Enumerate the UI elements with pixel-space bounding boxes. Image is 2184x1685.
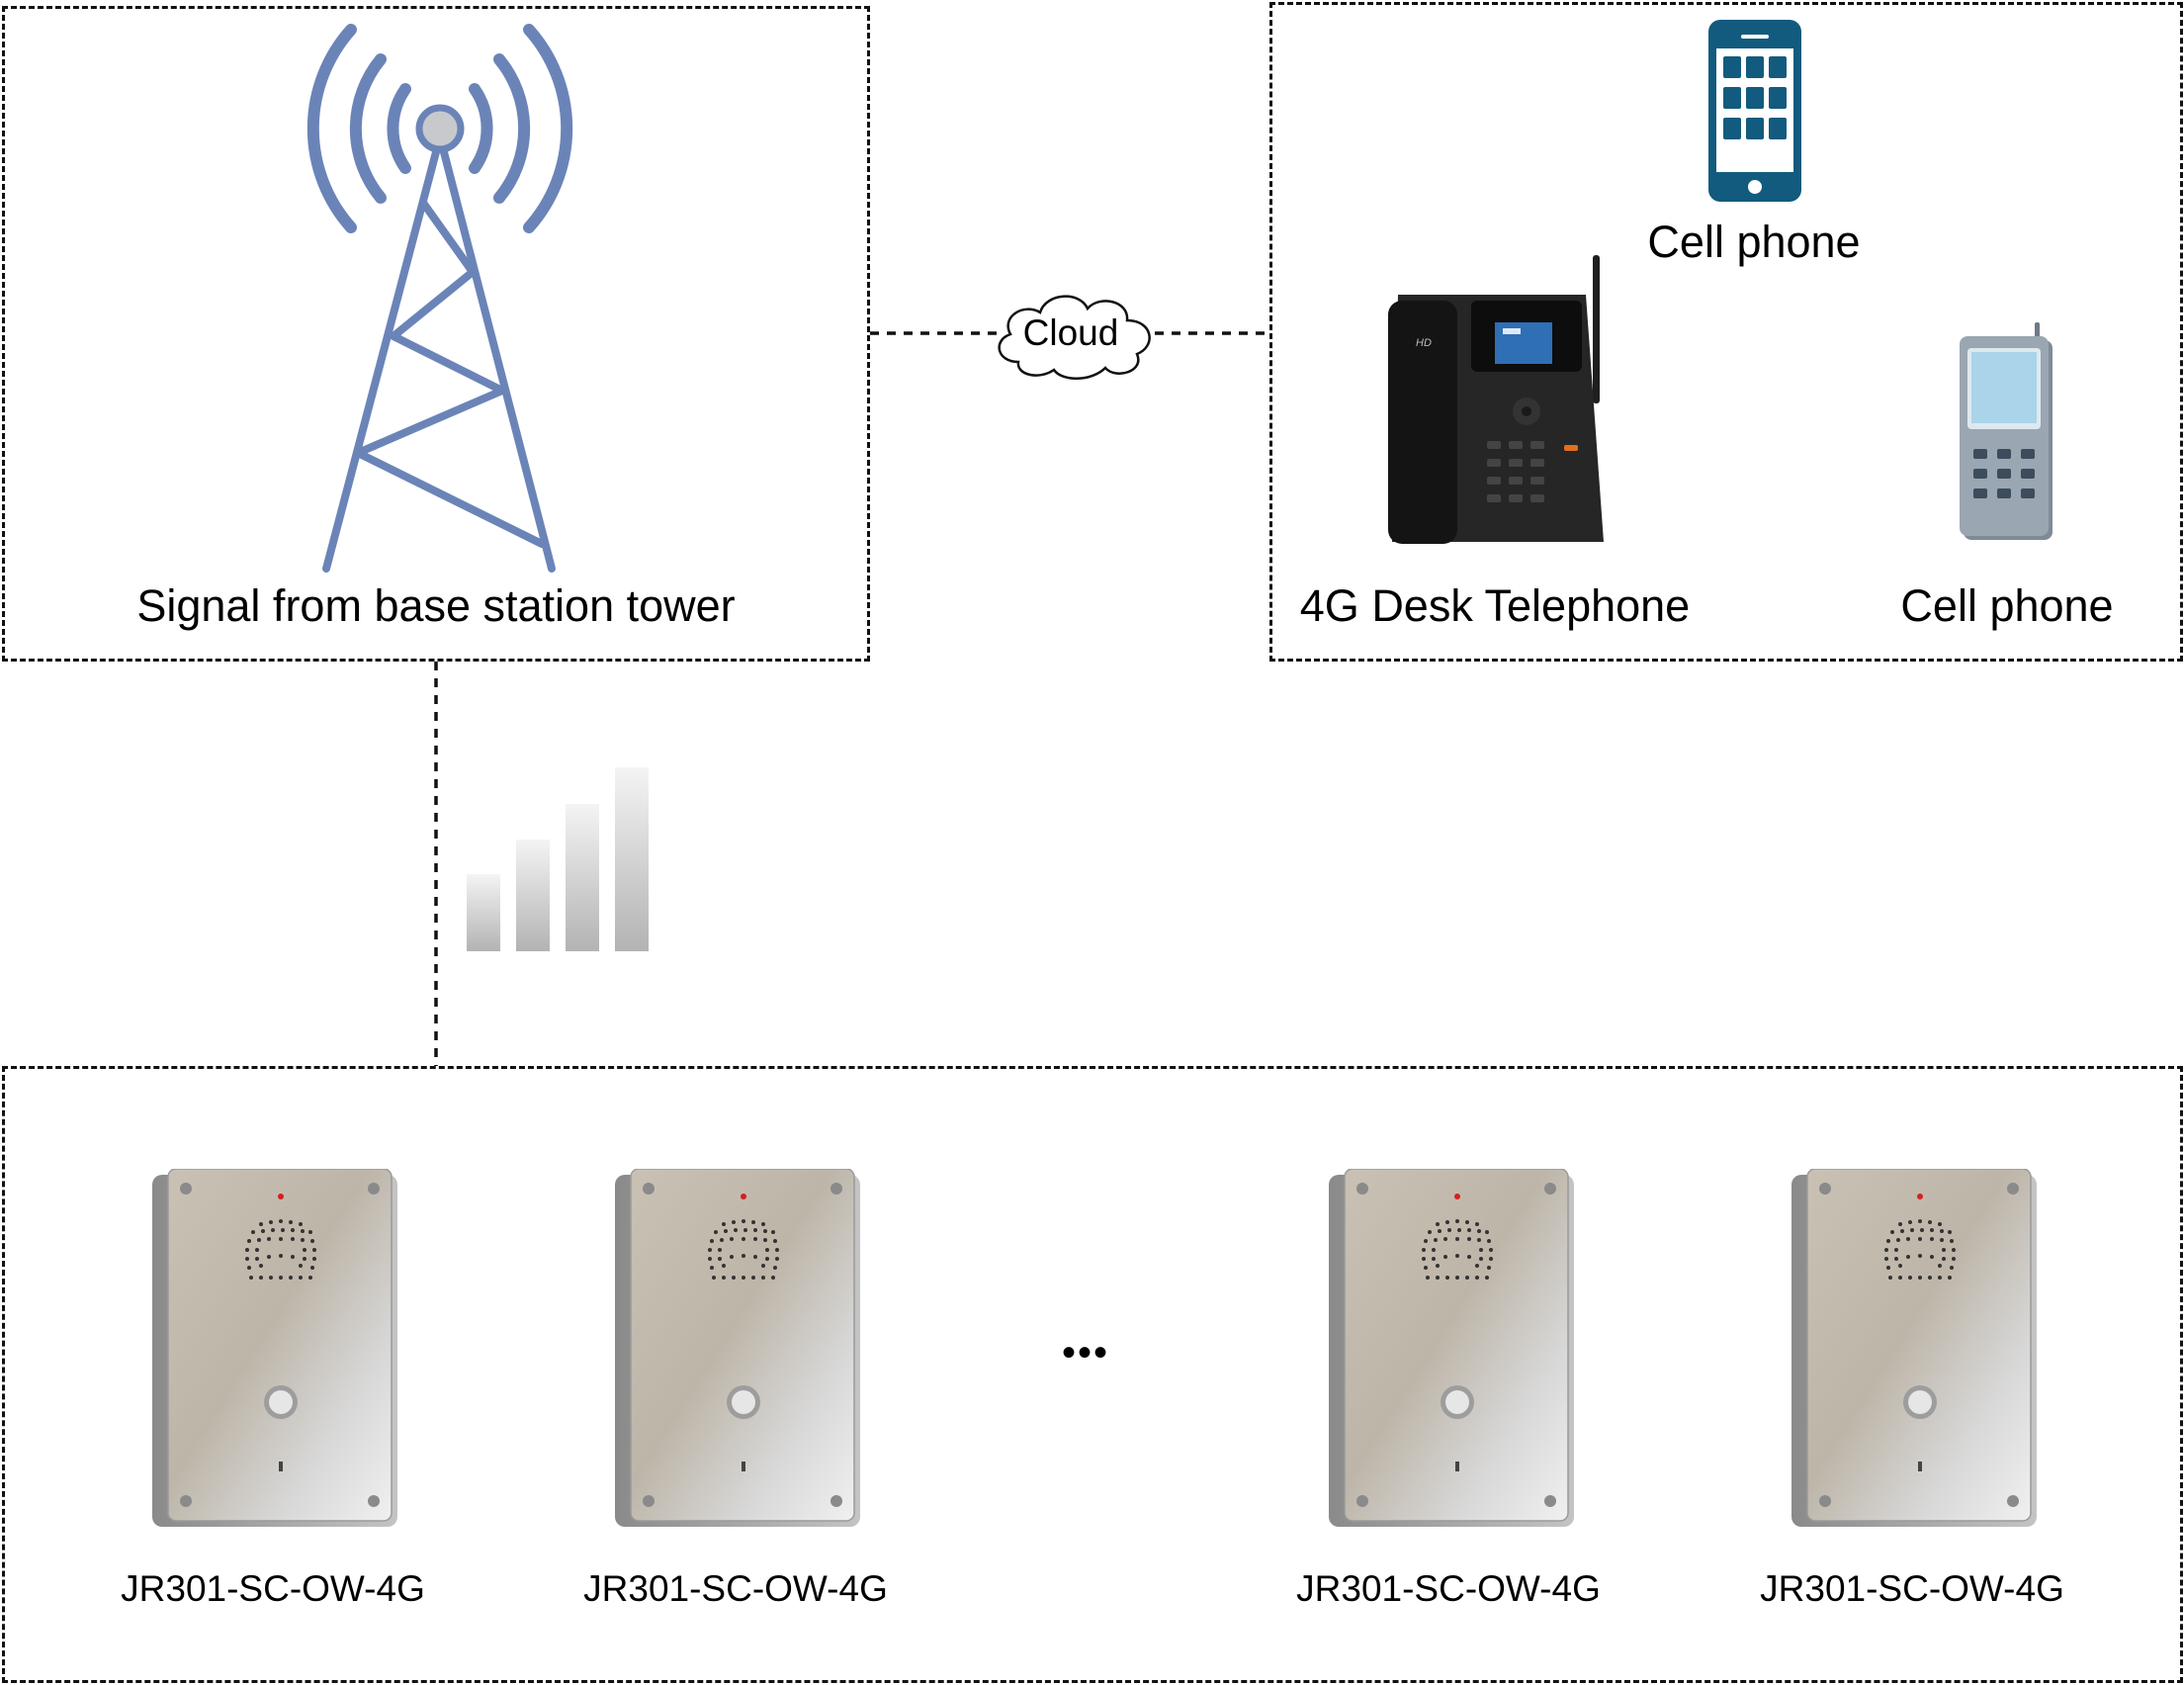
intercom-device-3-label: JR301-SC-OW-4G bbox=[1296, 1568, 1601, 1609]
signal-strength-icon bbox=[467, 767, 649, 951]
intercom-device-1 bbox=[152, 1169, 398, 1528]
tower-group-box bbox=[2, 6, 870, 662]
smartphone-icon bbox=[1708, 20, 1801, 202]
more-devices-ellipsis: ••• bbox=[1061, 1331, 1110, 1375]
desk-telephone-icon: HD bbox=[1388, 255, 1604, 544]
intercom-device-3 bbox=[1329, 1169, 1575, 1528]
intercom-group-box bbox=[2, 1066, 2183, 1683]
cloud-label: Cloud bbox=[1022, 312, 1119, 353]
intercom-device-4-label: JR301-SC-OW-4G bbox=[1760, 1568, 2064, 1609]
cloud-icon bbox=[998, 295, 1151, 380]
cell-phone-top-label: Cell phone bbox=[1647, 217, 1861, 267]
signal-tower-icon bbox=[306, 24, 573, 573]
intercom-device-4 bbox=[1791, 1169, 2038, 1528]
intercom-device-2 bbox=[615, 1169, 861, 1528]
feature-phone-icon bbox=[1960, 322, 2053, 540]
svg-text:HD: HD bbox=[1416, 337, 1432, 349]
phones-group-box bbox=[1269, 2, 2183, 662]
intercom-device-2-label: JR301-SC-OW-4G bbox=[583, 1568, 888, 1609]
cell-phone-right-label: Cell phone bbox=[1900, 580, 2114, 631]
desk-telephone-label: 4G Desk Telephone bbox=[1299, 580, 1691, 631]
tower-label: Signal from base station tower bbox=[136, 580, 736, 631]
intercom-device-1-label: JR301-SC-OW-4G bbox=[121, 1568, 425, 1609]
